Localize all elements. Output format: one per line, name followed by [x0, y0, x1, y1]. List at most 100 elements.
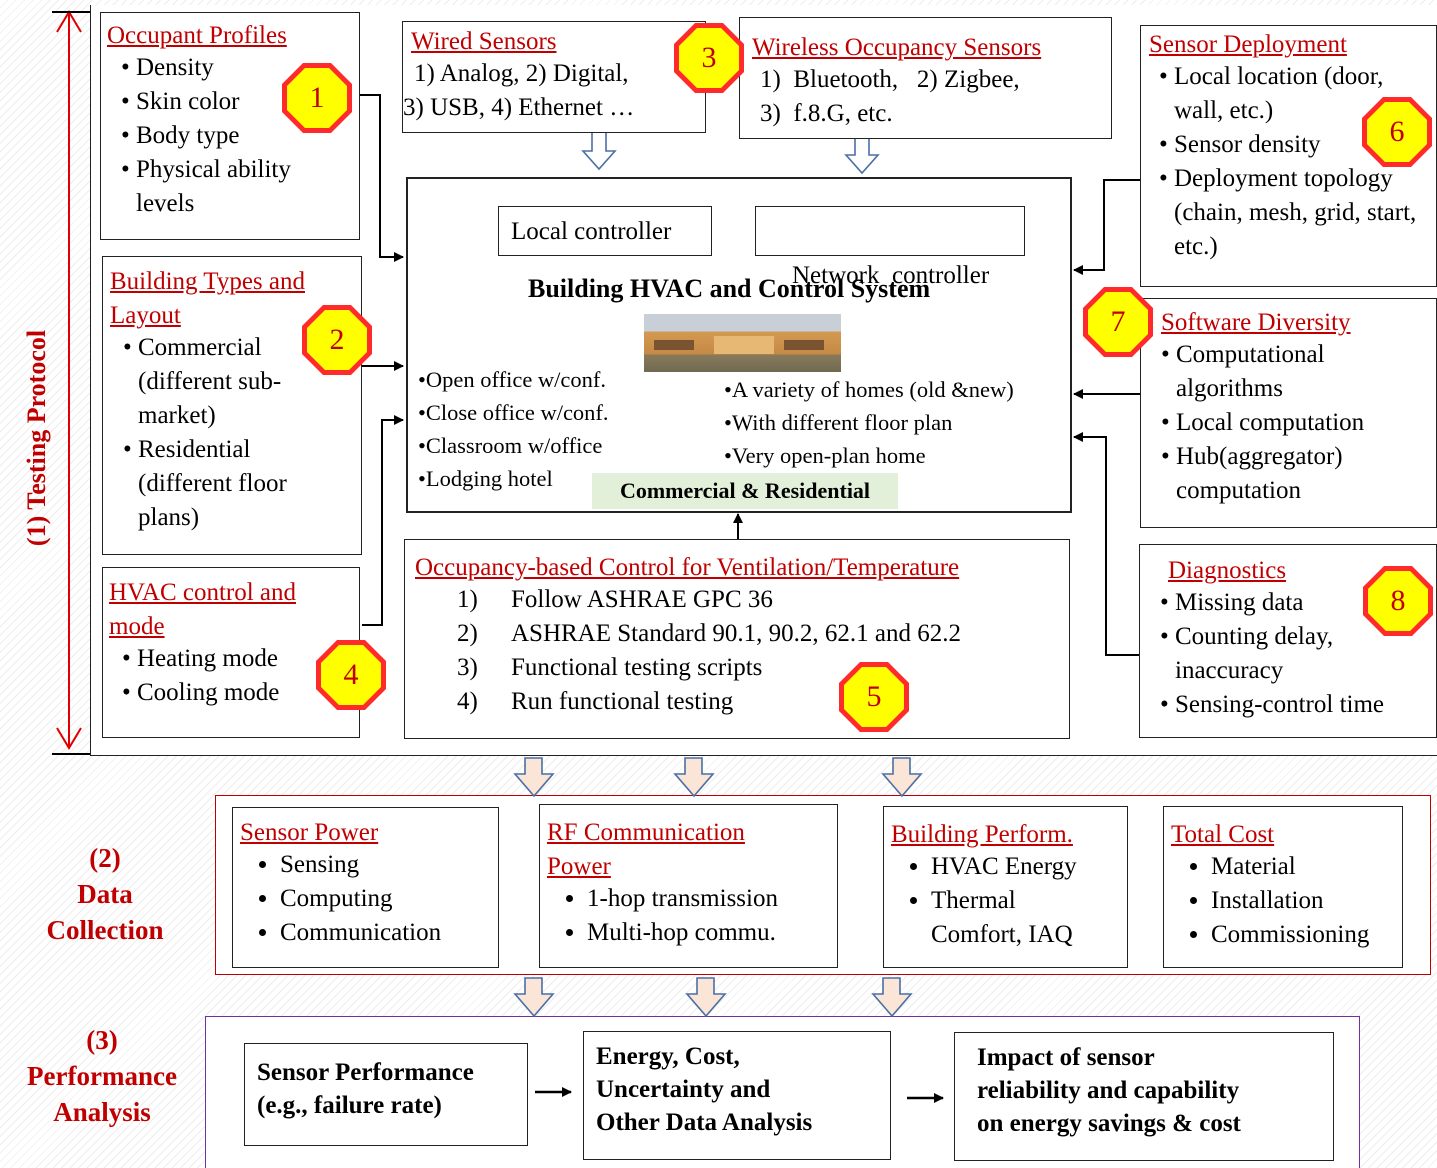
list-item: Computing [280, 882, 498, 916]
list-item: HVAC Energy [931, 850, 1121, 884]
hvac-mode-title-1: HVAC control and [109, 579, 297, 606]
total-cost-list: Material Installation Commissioning [1171, 850, 1402, 952]
sensor-deployment-title: Sensor Deployment [1149, 31, 1347, 58]
rf-power-list: 1-hop transmission Multi-hop commu. [547, 882, 837, 950]
sensor-performance-line-2: (e.g., failure rate) [257, 1092, 442, 1119]
list-item: Multi-hop commu. [587, 916, 837, 950]
list-item: •Lodging hotel [418, 466, 553, 491]
badge-6: 6 [1362, 97, 1432, 167]
testing-protocol-label: (1) Testing Protocol [19, 278, 55, 598]
list-item: •With different floor plan [724, 410, 953, 435]
connector-hvac-mode [362, 415, 404, 626]
list-item: •Close office w/conf. [418, 400, 609, 425]
occupancy-control-title: Occupancy-based Control for Ventilation/… [415, 554, 960, 581]
building-types-title-2: Layout [110, 302, 181, 329]
list-item: 3)Functional testing scripts [457, 654, 763, 681]
sensor-performance-box: Sensor Performance (e.g., failure rate) [244, 1043, 528, 1146]
testing-protocol-text: (1) Testing Protocol [22, 329, 51, 547]
building-hvac-system-box: Local controller Network controller Buil… [406, 177, 1072, 513]
energy-cost-line-1: Energy, Cost, [596, 1043, 740, 1070]
hvac-mode-box: HVAC control and mode Heating mode Cooli… [102, 567, 360, 738]
list-item: 2)ASHRAE Standard 90.1, 90.2, 62.1 and 6… [457, 620, 961, 647]
badge-4: 4 [316, 640, 386, 710]
building-types-list: Commercial (different sub-market) Reside… [123, 331, 313, 535]
occupancy-control-list: 1)Follow ASHRAE GPC 36 2)ASHRAE Standard… [457, 583, 1069, 719]
impact-line-1: Impact of sensor [977, 1044, 1155, 1071]
local-controller-box: Local controller [498, 206, 712, 256]
list-item: Computational algorithms [1161, 338, 1356, 406]
list-item: Communication [280, 916, 498, 950]
list-item: Sensing [280, 848, 498, 882]
list-item: Material [1211, 850, 1402, 884]
list-item: •Classroom w/office [418, 433, 603, 458]
badge-5: 5 [839, 662, 909, 732]
list-item: 4)Run functional testing [457, 688, 734, 715]
diagnostics-list: Missing data Counting delay, inaccuracy … [1160, 586, 1430, 722]
list-item: Thermal Comfort, IAQ [931, 884, 1081, 952]
connector-deployment [1073, 179, 1140, 275]
list-item: Density [121, 51, 326, 85]
connector-occupant [360, 94, 404, 262]
energy-cost-analysis-box: Energy, Cost, Uncertainty and Other Data… [583, 1031, 891, 1160]
performance-analysis-label: (3) Performance Analysis [27, 1025, 177, 1127]
badge-7: 7 [1083, 287, 1153, 357]
hvac-mode-list: Heating mode Cooling mode [122, 642, 359, 710]
software-diversity-list: Computational algorithms Local computati… [1161, 338, 1401, 508]
list-item: •A variety of homes (old &new) [724, 377, 1014, 402]
list-item: Installation [1211, 884, 1402, 918]
local-controller-label: Local controller [511, 218, 672, 245]
network-controller-box: Network controller [755, 206, 1025, 289]
list-item: Hub(aggregator) computation [1161, 440, 1356, 508]
commercial-residential-label: Commercial & Residential [592, 473, 898, 509]
impact-line-2: reliability and capability [977, 1077, 1240, 1104]
list-item: Residential (different floor plans) [123, 433, 313, 535]
list-item: Commercial (different sub-market) [123, 331, 313, 433]
list-item: •Open office w/conf. [418, 367, 607, 392]
diagnostics-title: Diagnostics [1168, 557, 1287, 584]
building-perform-box: Building Perform. HVAC Energy Thermal Co… [883, 806, 1128, 968]
wired-sensors-line-2: 3) USB, 4) Ethernet … [403, 94, 635, 121]
wireless-sensors-title: Wireless Occupancy Sensors [752, 34, 1042, 61]
occupant-profiles-list: Density Skin color Body type Physical ab… [121, 51, 326, 221]
wireless-sensors-line-1: 1) Bluetooth, 2) Zigbee, [760, 66, 1020, 93]
sensor-power-title: Sensor Power [240, 819, 379, 846]
list-item: Commissioning [1211, 918, 1402, 952]
sensor-performance-line-1: Sensor Performance [257, 1059, 474, 1086]
list-item: Heating mode [122, 642, 359, 676]
list-item: Local computation [1161, 406, 1401, 440]
list-item: Skin color [121, 85, 326, 119]
building-types-box: Building Types and Layout Commercial (di… [102, 256, 362, 555]
connector-diagnostics [1073, 432, 1140, 656]
impact-box: Impact of sensor reliability and capabil… [954, 1032, 1334, 1161]
rf-power-box: RF Communication Power 1-hop transmissio… [539, 804, 838, 968]
hvac-mode-title-2: mode [109, 613, 165, 640]
badge-8: 8 [1363, 566, 1433, 636]
system-title: Building HVAC and Control System [528, 274, 931, 303]
building-perform-list: HVAC Energy Thermal Comfort, IAQ [891, 850, 1121, 952]
list-item: 1-hop transmission [587, 882, 837, 916]
list-item: Body type [121, 119, 326, 153]
list-item: Deployment topology (chain, mesh, grid, … [1159, 162, 1431, 264]
sensor-deployment-list: Local location (door, wall, etc.) Sensor… [1159, 60, 1431, 264]
list-item: Cooling mode [122, 676, 359, 710]
occupant-profiles-box: Occupant Profiles Density Skin color Bod… [100, 12, 360, 240]
list-item: Counting delay, inaccuracy [1160, 620, 1365, 688]
wired-sensors-line-1: 1) Analog, 2) Digital, [414, 60, 629, 87]
impact-line-3: on energy savings & cost [977, 1110, 1241, 1137]
occupancy-control-box: Occupancy-based Control for Ventilation/… [404, 539, 1070, 739]
network-controller-label: Network controller [792, 262, 990, 289]
badge-3: 3 [674, 23, 744, 93]
block-arrow-wired [581, 130, 617, 171]
building-photo [644, 314, 841, 372]
software-diversity-title: Software Diversity [1161, 309, 1351, 336]
building-types-title-1: Building Types and [110, 268, 306, 295]
list-item: Local location (door, wall, etc.) [1159, 60, 1384, 128]
list-item: 1)Follow ASHRAE GPC 36 [457, 586, 773, 613]
list-item: Sensing-control time [1160, 688, 1430, 722]
wired-sensors-box: Wired Sensors 1) Analog, 2) Digital, 3) … [402, 21, 706, 133]
data-collection-label: (2) Data Collection [46, 843, 164, 945]
list-item: Sensor density [1159, 128, 1431, 162]
sensor-power-list: Sensing Computing Communication [240, 848, 498, 950]
wireless-sensors-box: Wireless Occupancy Sensors 1) Bluetooth,… [739, 17, 1112, 139]
list-item: •Very open-plan home [724, 443, 926, 468]
